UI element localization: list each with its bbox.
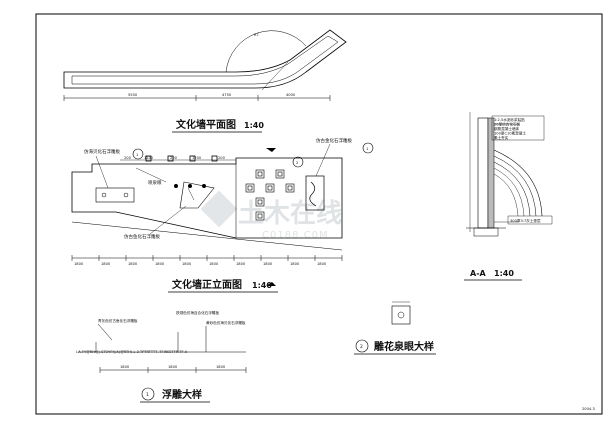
elevation-wall-outline <box>71 157 343 239</box>
elev-dim-b5: 1800 <box>182 262 192 266</box>
spring-eye-row <box>145 155 218 188</box>
detail2-marker-label: 2 <box>360 344 363 350</box>
relief-strip-text: I-A-FY@RfIr/J)-STOYFf)/A)@RTH(⊥-2-TPTRTT… <box>76 350 188 354</box>
elevation-marker-3 <box>362 142 374 154</box>
elevation-scale: 1:40 <box>252 281 272 290</box>
elevation-marker-1 <box>132 148 144 160</box>
callout-relief3: 仿古金化石浮雕板 <box>316 137 352 144</box>
elev-dim-b9: 1800 <box>290 262 300 266</box>
section-wall <box>477 117 489 229</box>
section-view <box>466 112 553 237</box>
plan-wall-outline <box>63 29 347 89</box>
section-note-box <box>491 115 545 141</box>
plan-radius-label: R7 <box>254 33 259 37</box>
plan-dim-2: 4750 <box>222 93 232 97</box>
elev-dim-b7: 1800 <box>236 262 246 266</box>
relief-label-2: 铁锈色仿海百合化石浮雕板 <box>176 310 220 315</box>
marker-2-label: 2 <box>296 161 298 165</box>
section-title: A-A <box>470 269 487 278</box>
elev-dim-t4: 1200 <box>192 156 202 160</box>
section-footing <box>473 227 499 237</box>
relief-dim-1: 1800 <box>120 365 130 369</box>
elevation-view <box>71 142 374 261</box>
plan-dim-1: 5500 <box>128 93 138 97</box>
section-cut-arrow-1 <box>266 148 276 152</box>
callout-relief2: 仿古鱼化石浮雕板 <box>124 233 160 240</box>
detail2-title: 雕花泉眼大样 <box>374 340 434 353</box>
relief-label-3: 黄砂色仿海贝化石浮雕板 <box>206 320 246 325</box>
elevation-title: 文化墙正立面图 <box>172 278 242 291</box>
elev-dim-b3: 1800 <box>128 262 138 266</box>
section-base-note-box <box>507 215 553 225</box>
sheet-number: 2004-3 <box>582 407 595 411</box>
plan-radius-line <box>261 61 289 91</box>
detail1-marker-label: 1 <box>146 392 149 398</box>
elev-dim-t3: 200 <box>170 156 178 160</box>
elev-dim-b10: 1800 <box>317 262 327 266</box>
relief-dim-3: 1800 <box>216 365 226 369</box>
watermark-url: C0188.C0M <box>262 230 329 241</box>
watermark: 土木在线 C0188.C0M <box>200 190 342 241</box>
relief-panel-1 <box>95 187 135 203</box>
elev-dim-t1: 200 <box>124 156 132 160</box>
section-base-note: 300厚3:7灰土垫层 <box>510 218 541 223</box>
section-note-5: 素土夯实 <box>494 135 509 140</box>
marker-1-label: 1 <box>136 153 138 157</box>
section-note-1: 1:2.5水泥砂浆粘贴 <box>494 117 525 122</box>
plan-view: R7 <box>63 29 347 101</box>
elev-dim-t5: 200 <box>218 156 226 160</box>
elev-dim-b8: 1800 <box>263 262 273 266</box>
plan-radius-arc <box>225 30 307 73</box>
section-water-arc-1 <box>493 149 543 217</box>
relief-grid <box>245 169 295 221</box>
section-note-4: 100厚C10素混凝土 <box>494 131 526 136</box>
elev-dim-b1: 1800 <box>74 262 84 266</box>
sheet-border <box>35 13 603 415</box>
detail2-marker <box>355 339 369 353</box>
spring-detail-box <box>391 305 411 325</box>
elev-dim-b2: 1800 <box>101 262 111 266</box>
detail-relief <box>78 323 247 401</box>
elevation-marker-2 <box>292 156 304 168</box>
section-note-3: 钢筋混凝土墙体 <box>494 126 520 131</box>
relief-dim-2: 1800 <box>168 365 178 369</box>
elevation-ground-line <box>71 221 343 251</box>
relief-panel-3 <box>305 175 325 211</box>
detail-spring <box>355 301 411 353</box>
plan-title: 文化墙平面图 <box>176 118 236 131</box>
plan-dim-3: 4000 <box>286 93 296 97</box>
marker-3-label: 1 <box>366 147 368 151</box>
plan-wall-inner <box>71 35 339 85</box>
detail1-marker <box>141 387 155 401</box>
detail1-title: 浮雕大样 <box>162 388 202 401</box>
plan-scale: 1:40 <box>244 121 264 130</box>
callout-spring: 喷泉眼 <box>148 179 162 186</box>
section-note-2: 20厚仿古化石板 <box>494 122 521 127</box>
elev-dim-t2: 1200 <box>144 156 154 160</box>
section-cut-arrow-2 <box>266 282 276 286</box>
watermark-brand: 土木在线 <box>238 199 342 229</box>
elev-dim-b4: 1800 <box>155 262 165 266</box>
callout-relief1: 仿海贝化石浮雕板 <box>84 148 120 155</box>
relief-label-1: 青灰色仿古鱼化石浮雕板 <box>98 318 138 323</box>
elev-dim-b6: 1800 <box>209 262 219 266</box>
section-scale: 1:40 <box>494 269 514 278</box>
